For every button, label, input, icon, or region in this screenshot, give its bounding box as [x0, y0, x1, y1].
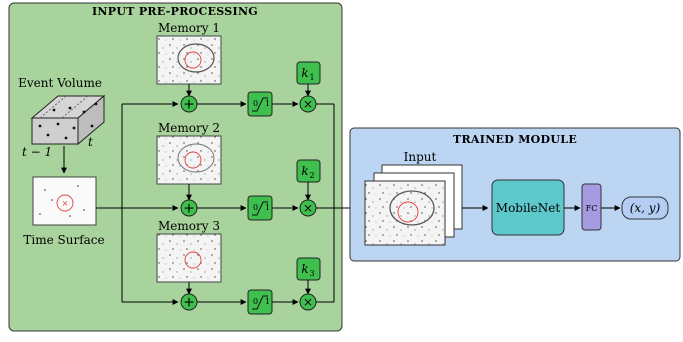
input-label: Input — [404, 150, 437, 164]
event-volume: Event Volume t − 1 t — [18, 76, 106, 159]
memory-branch-3: Memory 3 + 0 1 k 3 × — [156, 219, 321, 315]
svg-text:×: × — [303, 201, 313, 215]
memory-3-label: Memory 3 — [158, 219, 220, 233]
fc-block: FC — [581, 183, 602, 231]
svg-text:3: 3 — [309, 269, 314, 278]
axis-t-start: t − 1 — [22, 145, 52, 159]
svg-text:k: k — [301, 164, 308, 178]
svg-text:+: + — [183, 295, 195, 311]
memory-branch-1: Memory 1 + 0 1 k 1 × — [156, 21, 321, 117]
preprocessing-title: INPUT PRE-PROCESSING — [92, 5, 258, 18]
svg-text:MobileNet: MobileNet — [496, 201, 561, 215]
axis-t-end: t — [88, 135, 93, 149]
event-volume-label: Event Volume — [18, 76, 102, 90]
time-surface-label: Time Surface — [23, 233, 104, 247]
svg-text:2: 2 — [309, 171, 314, 180]
svg-text:FC: FC — [586, 204, 598, 213]
svg-text:0: 0 — [253, 99, 258, 108]
mobilenet-block: MobileNet — [491, 179, 565, 236]
svg-text:1: 1 — [265, 99, 270, 108]
svg-text:k: k — [301, 262, 308, 276]
svg-text:0: 0 — [253, 297, 258, 306]
svg-text:1: 1 — [265, 297, 270, 306]
memory-3-image — [156, 233, 222, 283]
output-node: (x, y) — [621, 196, 669, 220]
memory-2-label: Memory 2 — [158, 121, 220, 135]
input-stack — [364, 164, 463, 246]
svg-text:+: + — [183, 201, 195, 217]
memory-branch-2: Memory 2 + 0 1 k 2 × — [156, 121, 321, 221]
svg-text:1: 1 — [309, 73, 314, 82]
trained-module-title: TRAINED MODULE — [453, 133, 577, 146]
svg-text:+: + — [183, 97, 195, 113]
svg-text:×: × — [303, 97, 313, 111]
svg-text:0: 0 — [253, 203, 258, 212]
svg-text:(x, y): (x, y) — [630, 201, 661, 215]
memory-1-label: Memory 1 — [158, 21, 220, 35]
svg-text:×: × — [62, 199, 69, 208]
event-volume-cube — [30, 94, 106, 146]
memory-2-image — [156, 135, 222, 185]
svg-text:1: 1 — [265, 203, 270, 212]
memory-1-image — [156, 35, 222, 85]
time-surface: × Time Surface — [23, 176, 105, 247]
svg-text:×: × — [303, 295, 313, 309]
svg-text:k: k — [301, 66, 308, 80]
